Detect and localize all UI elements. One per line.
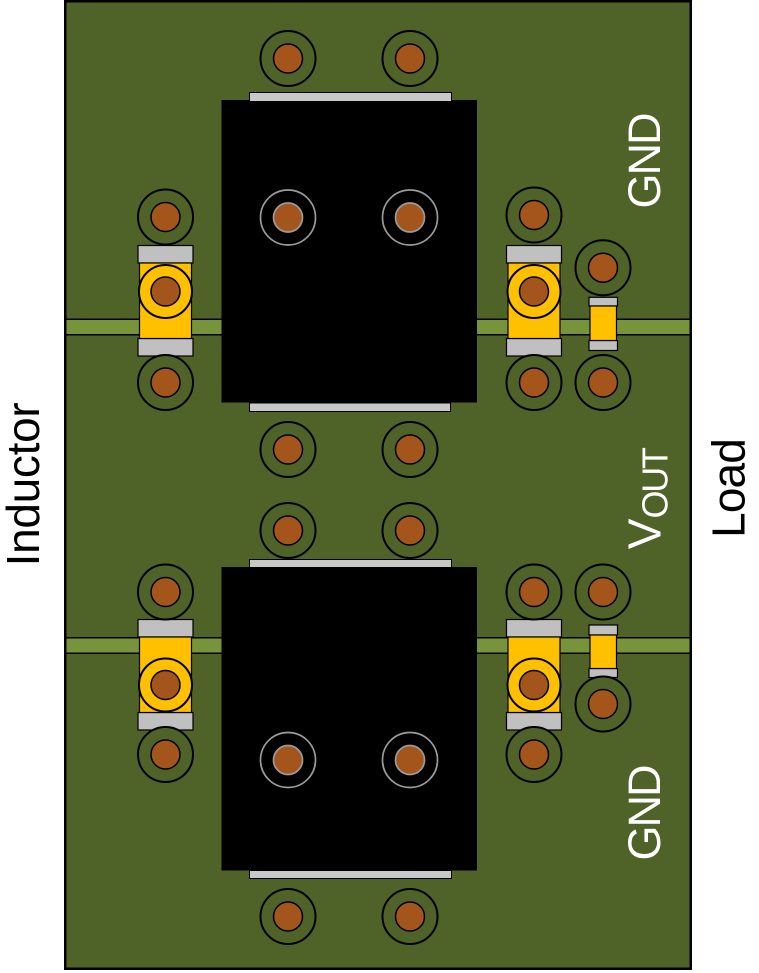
- svg-text:Load: Load: [703, 439, 755, 538]
- svg-text:Inductor: Inductor: [0, 403, 49, 567]
- svg-text:VOUT: VOUT: [619, 447, 676, 549]
- svg-text:GND: GND: [619, 114, 670, 209]
- svg-text:GND: GND: [619, 766, 670, 861]
